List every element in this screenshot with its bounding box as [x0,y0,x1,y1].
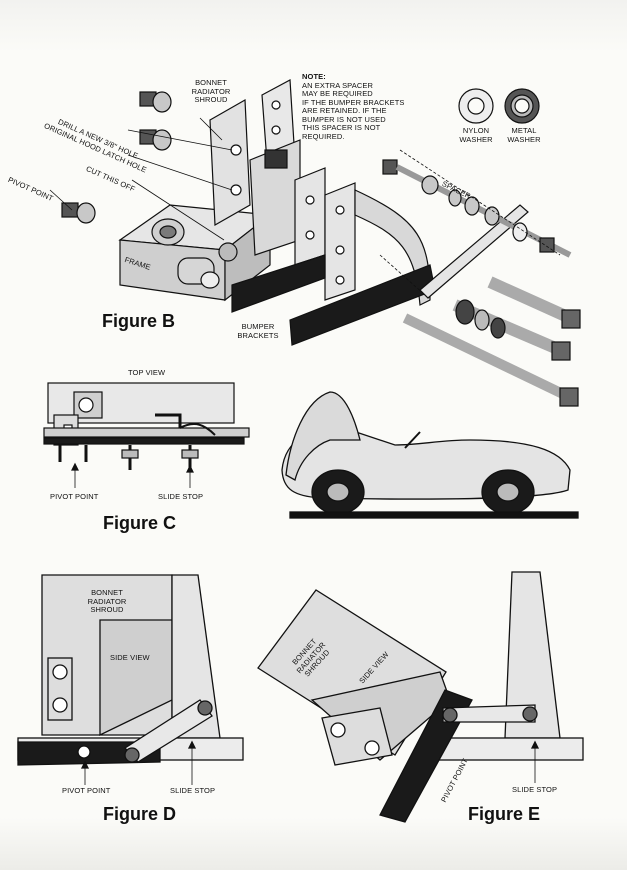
metal-washer-icon [504,88,540,124]
figure-e-drawing [257,571,584,823]
note-text: NOTE: AN EXTRA SPACER MAY BE REQUIRED IF… [302,72,405,141]
figure-c-title: Figure C [103,513,177,533]
figure-b-title: Figure B [102,311,176,331]
bonnet-shroud-label-d: BONNET RADIATOR SHROUD [87,588,127,614]
base-plate-e [434,737,584,761]
slide-stop-label-d: SLIDE STOP [170,786,216,795]
top-view-label: TOP VIEW [128,368,166,377]
side-view-label-d: SIDE VIEW [110,653,150,662]
pivot-point-label-c: PIVOT POINT [50,492,99,501]
bracket-plate-1 [294,167,326,266]
pivot-point-label-d: PIVOT POINT [62,786,111,795]
curved-bracket [354,189,431,306]
figure-d-drawing [17,574,244,785]
slide-stop-label-c: SLIDE STOP [158,492,204,501]
figure-d-title: Figure D [103,804,177,824]
nylon-washer-label: NYLON WASHER [459,126,493,144]
car-ground [289,511,579,519]
bumper-brackets-label: BUMPER BRACKETS [237,322,279,340]
pivot-arm [419,204,529,299]
bracket-plate-e [321,707,393,766]
figure-b-drawing [49,79,581,407]
slide-stop-label-e: SLIDE STOP [512,785,558,794]
bonnet-shroud-label-b: BONNET RADIATOR SHROUD [191,78,231,104]
metal-washer-label: METAL WASHER [507,126,541,144]
nylon-washer-icon [458,88,494,124]
bumper-bar-1 [231,254,326,313]
figure-e-title: Figure E [468,804,541,824]
car-illustration [281,391,579,519]
bumper-e [379,689,473,823]
shroud-bracket [209,98,251,227]
bolt-group [61,91,581,407]
car-bonnet-raised [285,391,361,481]
top-view-plate [43,427,250,438]
top-view-bumper [43,437,245,445]
figure-c-drawing [43,382,250,488]
